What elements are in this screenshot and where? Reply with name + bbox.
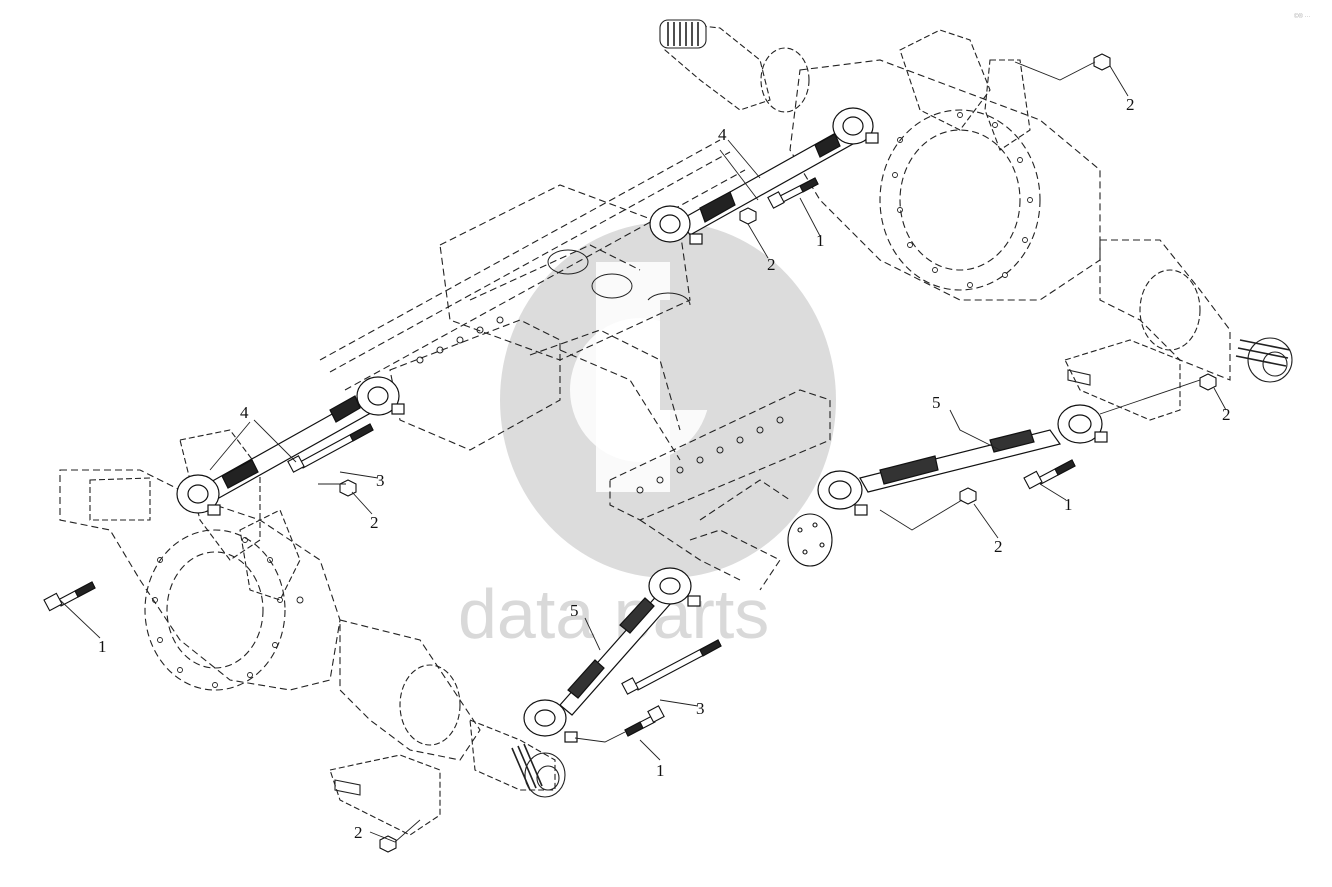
callout-label: 2 <box>1222 405 1231 424</box>
callout-label: 5 <box>570 601 579 620</box>
bolt-top-1 <box>767 177 819 209</box>
bolt-left-1 <box>43 581 96 612</box>
chassis-frame <box>319 139 831 591</box>
callout-label: 4 <box>718 125 727 144</box>
bolt-lower-1 <box>624 705 665 737</box>
torque-rod-4-left <box>176 376 405 516</box>
watermark-text: data parts <box>458 575 769 653</box>
long-bolt-lower-3 <box>621 639 722 695</box>
torque-rod-5-lower <box>523 567 701 743</box>
callout-label: 2 <box>994 537 1003 556</box>
torque-rod-5-right <box>817 404 1108 516</box>
mount-disc <box>787 513 833 567</box>
rear-axle-top <box>659 19 1293 421</box>
callout-label: 1 <box>98 637 107 656</box>
callout-label: 1 <box>656 761 665 780</box>
callout-label: 2 <box>767 255 776 274</box>
frame-holes <box>416 249 784 494</box>
callout-label: 5 <box>932 393 941 412</box>
callout-label: 1 <box>816 231 825 250</box>
long-bolt-left-3 <box>287 423 374 473</box>
callout-label: 3 <box>376 471 385 490</box>
callout-label: 2 <box>354 823 363 842</box>
callout-label: 3 <box>696 699 705 718</box>
corner-mark: ©® ··· <box>1294 13 1311 20</box>
front-axle-bottom <box>59 429 566 836</box>
callout-label: 2 <box>370 513 379 532</box>
bolt-right-1 <box>1023 459 1076 490</box>
torque-rod-4-top <box>649 107 879 245</box>
callout-label: 4 <box>240 403 249 422</box>
rear-housing-holes <box>892 112 1033 288</box>
watermark-logo <box>500 222 836 578</box>
front-housing-holes <box>152 537 304 688</box>
callout-label: 1 <box>1064 495 1073 514</box>
leader-lines <box>59 61 1227 843</box>
callout-label: 2 <box>1126 95 1135 114</box>
